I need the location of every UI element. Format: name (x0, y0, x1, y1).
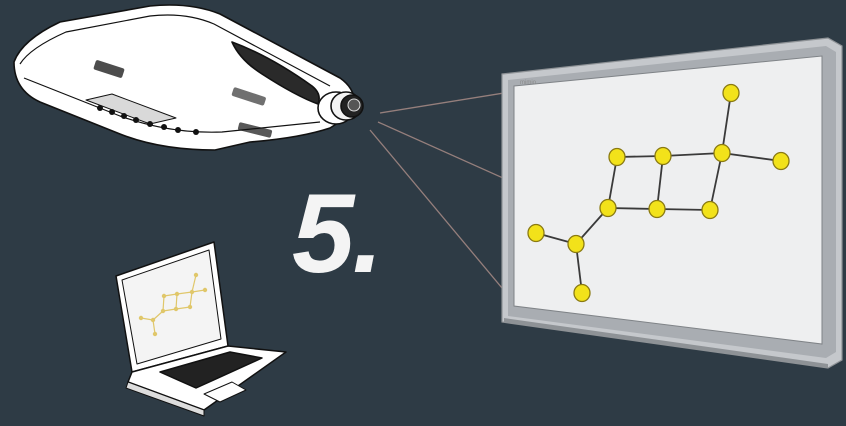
projector-lens (318, 92, 363, 124)
projector-icon (14, 5, 363, 150)
whiteboard-icon: mimio (502, 38, 842, 368)
board-brand-mark: mimio (520, 80, 537, 86)
step-number: 5. (292, 178, 381, 290)
laptop-icon (116, 242, 286, 416)
